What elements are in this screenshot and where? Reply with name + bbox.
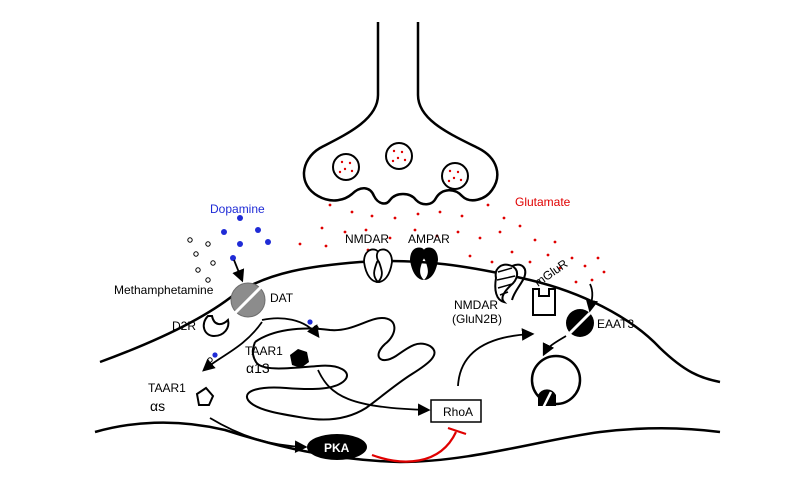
synaptic-vesicles (332, 142, 469, 190)
dopamine-dots (212, 215, 313, 358)
label-eaat3: EAAT3 (597, 317, 634, 331)
taar1-a13-receptor (290, 349, 309, 368)
eaat3-endosome (530, 354, 582, 409)
label-dat: DAT (270, 291, 294, 305)
ampar-receptor (410, 247, 438, 280)
label-taar1-as-line2: αs (150, 398, 165, 414)
glutamate-dots (298, 203, 606, 284)
vesicle (441, 162, 469, 190)
d2r-receptor (202, 315, 230, 338)
arrow-dopamine-to-dat (232, 259, 245, 283)
eaat3-transporter (566, 309, 594, 337)
label-pka: PKA (324, 441, 350, 455)
label-taar1-a13-line2: α13 (246, 360, 270, 376)
label-nmdar-glun2b-line1: NMDAR (454, 298, 498, 312)
label-taar1-as-line1: TAAR1 (148, 381, 186, 395)
mglur-receptor (532, 288, 556, 316)
arrow-taar1-as-to-pka (209, 417, 308, 454)
label-d2r: D2R (172, 319, 196, 333)
vesicle (385, 142, 413, 170)
label-ampar: AMPAR (408, 232, 450, 246)
presynaptic-terminal (302, 22, 499, 206)
label-rhoa: RhoA (443, 405, 473, 419)
rhoa-box (430, 399, 482, 423)
arrow-glutamate-to-eaat3 (585, 283, 599, 313)
arrows (202, 259, 599, 454)
label-dopamine: Dopamine (210, 202, 265, 216)
label-nmdar-glun2b-line2: (GluN2B) (452, 312, 502, 326)
pka-oval (307, 434, 367, 460)
label-nmdar: NMDAR (345, 232, 389, 246)
label-taar1-a13-line1: TAAR1 (245, 344, 283, 358)
endoplasmic-reticulum (245, 316, 436, 421)
nmdar-receptor (363, 248, 393, 283)
arrow-dat-to-taar1-a13 (261, 317, 320, 339)
arrow-taar1-a13-to-rhoa (317, 369, 431, 417)
nmdar-glun2b-receptor (494, 263, 527, 304)
arrow-rhoa-to-eaat3 (457, 328, 535, 387)
inhibition-pka-rhoa (371, 426, 467, 463)
arrow-dat-to-taar1-as (202, 321, 263, 372)
dat-transporter (230, 282, 266, 318)
vesicle (332, 153, 360, 181)
label-methamphetamine: Methamphetamine (114, 283, 214, 297)
label-glutamate: Glutamate (515, 195, 571, 209)
taar1-as-receptor (195, 386, 215, 406)
arrow-eaat3-internalization (542, 335, 567, 357)
labels: Dopamine Glutamate Methamphetamine DAT D… (114, 195, 634, 455)
